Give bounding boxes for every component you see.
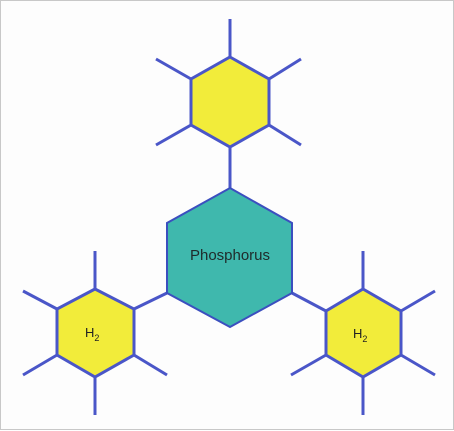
center-label: Phosphorus [190, 247, 270, 264]
ring-right-spokes [290, 251, 436, 415]
bond-center-right [291, 291, 327, 313]
ring-right: H2 [290, 251, 436, 415]
spoke [155, 123, 192, 147]
center-node: Phosphorus [166, 186, 293, 329]
ring-right-label: H2 [353, 326, 367, 344]
spoke [22, 289, 58, 311]
spoke [290, 353, 327, 377]
ring-left: H2 [22, 251, 168, 415]
ring-left-hexagon [55, 287, 136, 379]
ring-top-spokes [155, 19, 302, 147]
spoke [268, 57, 302, 81]
spoke [400, 289, 436, 313]
spoke [133, 353, 168, 377]
ring-left-spokes [22, 251, 168, 415]
ring-left-label: H2 [85, 325, 99, 343]
spoke [268, 123, 302, 147]
ring-top [155, 19, 302, 149]
center-hexagon [166, 186, 293, 329]
connector-bonds [133, 147, 327, 313]
spoke [22, 353, 58, 377]
bond-center-left [133, 291, 168, 311]
spoke [400, 353, 436, 377]
ring-top-hexagon [189, 55, 271, 149]
ring-right-hexagon [324, 287, 403, 379]
spoke [155, 57, 192, 81]
